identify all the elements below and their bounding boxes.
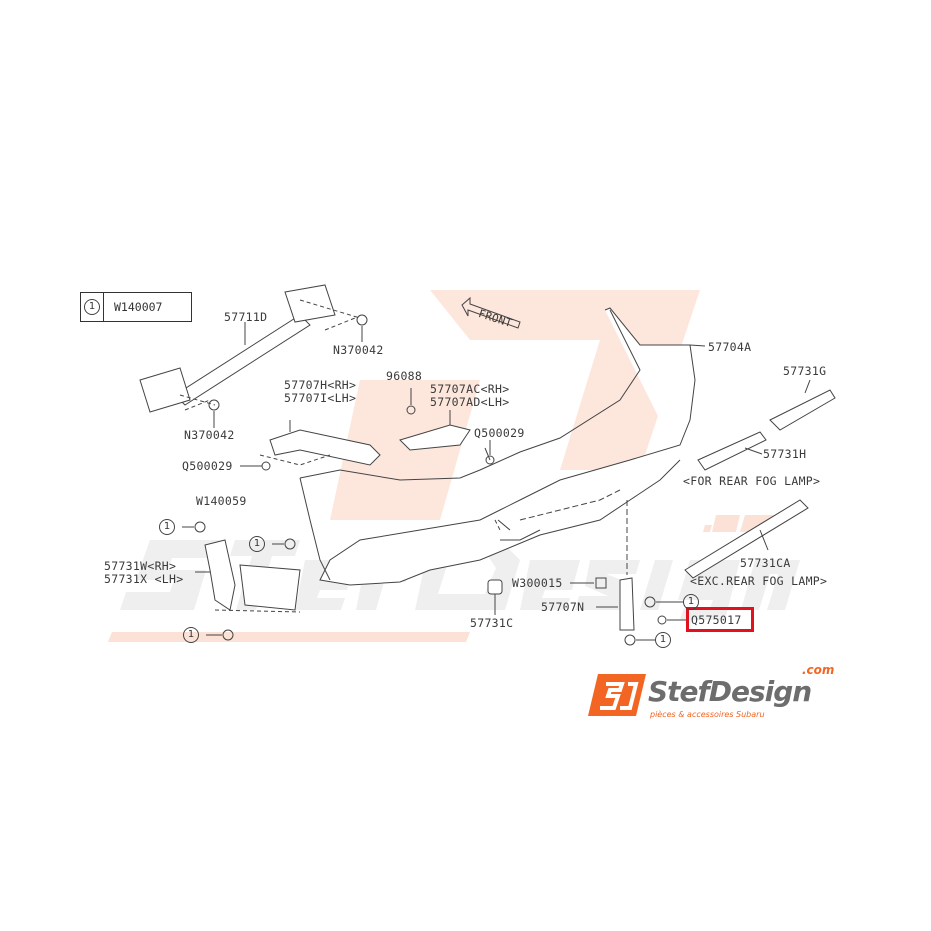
label-57731CA: 57731CA: [740, 556, 791, 570]
logo-mark-icon: [588, 674, 646, 716]
callout-1: 1: [183, 627, 199, 643]
callout-1: 1: [159, 519, 175, 535]
label-57731G: 57731G: [783, 364, 827, 378]
label-57707H: 57707H<RH>: [284, 378, 357, 392]
part-57731G-grille: [769, 379, 836, 431]
legend-box: 1 W140007: [80, 292, 192, 322]
label-96088: 96088: [386, 369, 423, 383]
part-57731H-grille: [697, 431, 767, 471]
part-57731C-cap: [487, 519, 503, 615]
label-57704A: 57704A: [708, 340, 752, 354]
label-57711D: 57711D: [224, 310, 268, 324]
label-w300015: W300015: [512, 576, 563, 590]
label-q500029-right: Q500029: [474, 426, 525, 440]
callout-1: 1: [683, 594, 699, 610]
label-n370042-right: N370042: [333, 343, 384, 357]
callout-1: 1: [655, 632, 671, 648]
part-57704A-bumper: [299, 307, 706, 586]
part-57711D-beam: [139, 284, 368, 428]
logo-tld: .com: [802, 663, 835, 677]
part-57707AC-bracket: [399, 388, 495, 465]
label-w140059: W140059: [196, 494, 247, 508]
stefdesign-logo: .com StefDesign pièces & accessoires Sub…: [588, 664, 858, 722]
label-57707I: 57707I<LH>: [284, 391, 357, 405]
label-57707AC: 57707AC<RH>: [430, 382, 510, 396]
label-q500029-left: Q500029: [182, 459, 233, 473]
legend-callout-symbol: 1: [84, 299, 100, 315]
label-q575017: Q575017: [691, 613, 742, 627]
legend-part-number: W140007: [114, 300, 163, 314]
callout-1: 1: [249, 536, 265, 552]
part-57731CA-grille: [684, 499, 809, 579]
part-57731W-bracket: [182, 521, 301, 641]
label-57707N: 57707N: [541, 600, 585, 614]
highlight-box-q575017: [686, 607, 754, 632]
label-for-rear-fog-lamp: <FOR REAR FOG LAMP>: [683, 474, 821, 488]
logo-brand: StefDesign: [648, 675, 812, 708]
label-57731C: 57731C: [470, 616, 514, 630]
label-57731X: 57731X <LH>: [104, 572, 184, 586]
label-57731H: 57731H: [763, 447, 807, 461]
label-57731W: 57731W<RH>: [104, 559, 177, 573]
part-57707H-bracket: [240, 420, 381, 471]
part-57707N-bracket: [570, 500, 686, 646]
label-exc-rear-fog-lamp: <EXC.REAR FOG LAMP>: [690, 574, 828, 588]
label-n370042-left: N370042: [184, 428, 235, 442]
logo-tagline: pièces & accessoires Subaru: [650, 710, 765, 719]
label-57707AD: 57707AD<LH>: [430, 395, 510, 409]
front-arrow: [461, 296, 521, 329]
